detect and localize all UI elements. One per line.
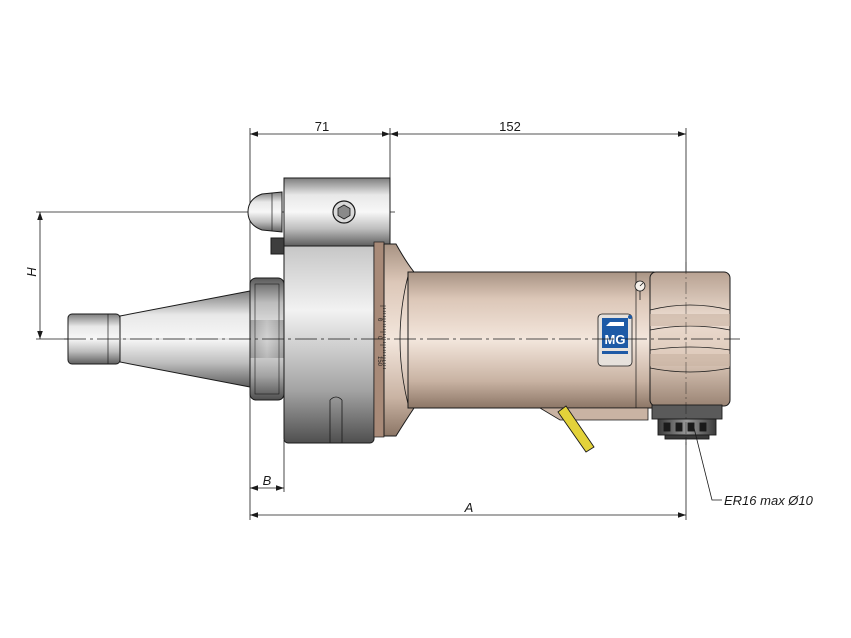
angle-scale bbox=[380, 305, 386, 369]
collet-nut bbox=[651, 404, 723, 440]
socket-screw-icon bbox=[332, 200, 356, 224]
brand-logo: MG bbox=[597, 313, 633, 367]
guide-pin bbox=[247, 191, 285, 255]
collet-callout-label: ER16 max Ø10 bbox=[724, 493, 814, 508]
gauge-icon bbox=[634, 280, 646, 300]
scale-top-label: 0 bbox=[376, 318, 382, 322]
adapter-body bbox=[283, 177, 391, 444]
dim-71-label: 71 bbox=[315, 119, 329, 134]
coolant-lever bbox=[557, 405, 595, 453]
angle-head bbox=[649, 271, 731, 407]
dim-152-label: 152 bbox=[499, 119, 521, 134]
dim-a-label: A bbox=[464, 500, 474, 515]
dim-h-label: H bbox=[24, 267, 39, 277]
dim-b-label: B bbox=[263, 473, 272, 488]
scale-bottom-label: 150 bbox=[376, 356, 382, 367]
dimension-lines bbox=[37, 131, 686, 518]
callout-leader bbox=[693, 427, 722, 501]
scale-zero-label: 0 bbox=[376, 336, 382, 340]
logo-text: MG bbox=[605, 332, 626, 347]
